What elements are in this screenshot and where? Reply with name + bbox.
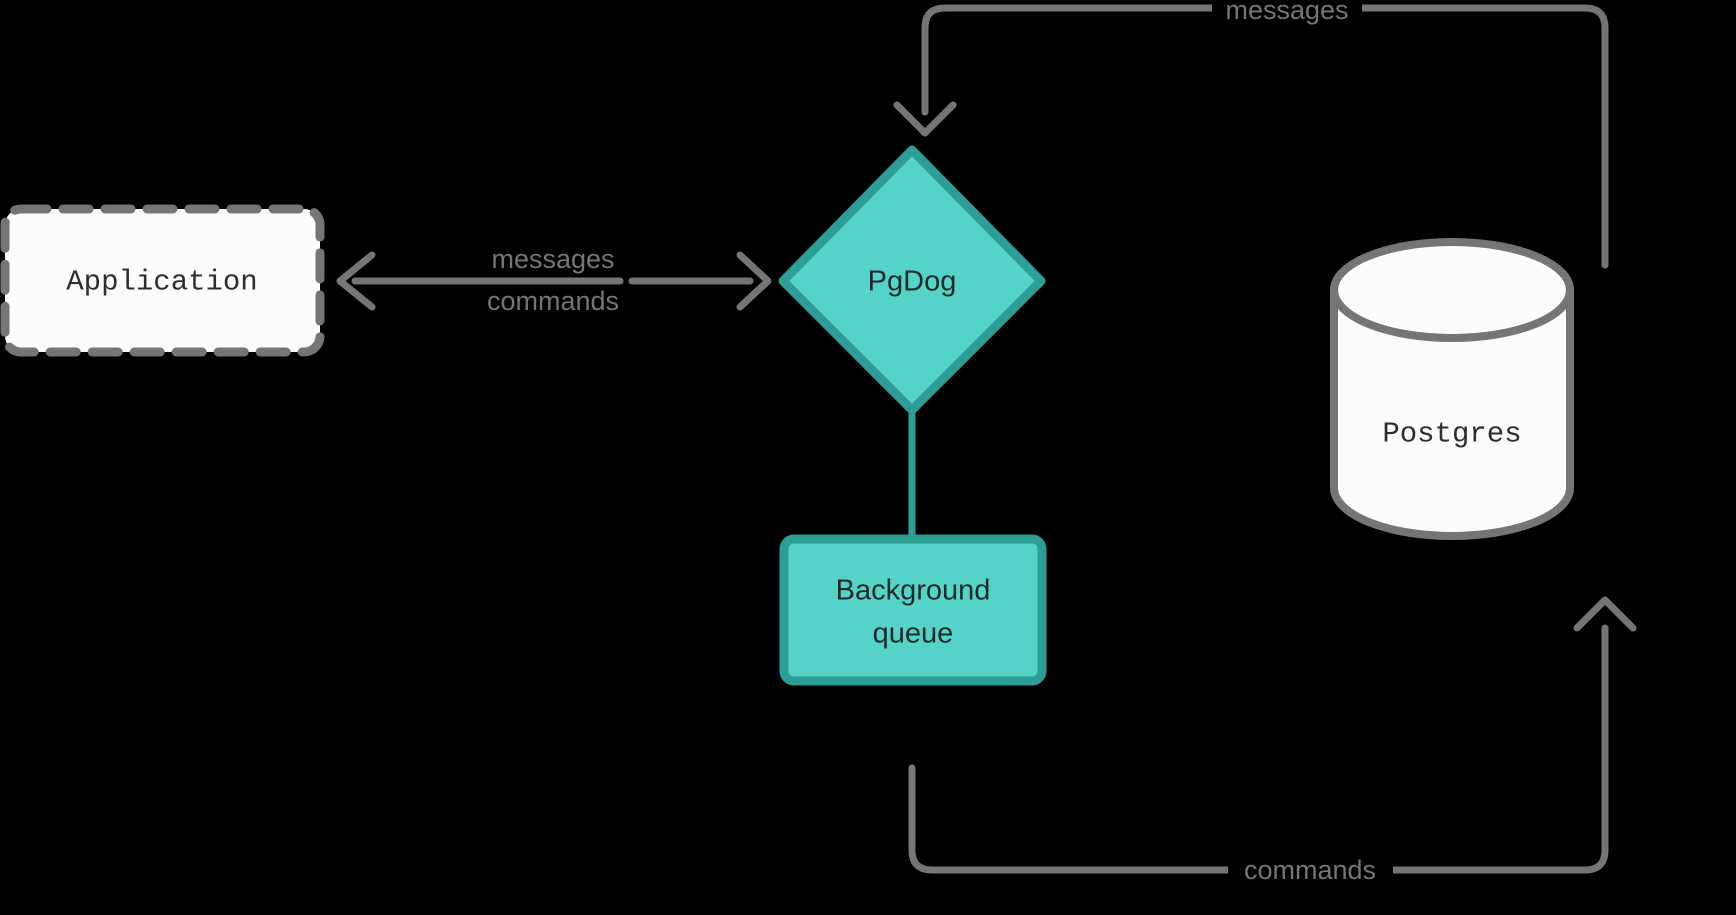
node-postgres-label: Postgres xyxy=(1382,418,1521,451)
node-background-queue-label-line1: Background xyxy=(836,575,991,607)
edge-app-to-pgdog-right-arrowhead xyxy=(736,251,772,311)
edge-postgres-to-pgdog-path xyxy=(921,4,1609,269)
edge-label-commands-bottom: commands xyxy=(1244,855,1376,885)
node-pgdog[interactable]: PgDog xyxy=(778,145,1046,415)
edge-commands-bottom-label-bg xyxy=(1228,855,1393,887)
node-pgdog-shape xyxy=(778,145,1046,415)
node-background-queue-shape xyxy=(779,534,1047,686)
node-application-shape xyxy=(0,204,325,357)
edge-app-to-pgdog: messages commands xyxy=(336,244,772,316)
edge-messages-top-label-bg xyxy=(1212,0,1362,24)
node-postgres-top-outline xyxy=(1330,238,1574,342)
node-postgres-outline xyxy=(1330,286,1574,540)
edge-app-to-pgdog-left-arrowhead xyxy=(336,251,376,311)
node-postgres-body xyxy=(1334,290,1570,536)
node-postgres[interactable]: Postgres xyxy=(1330,238,1574,540)
edge-queue-to-postgres: commands xyxy=(908,596,1637,887)
edge-postgres-to-pgdog-arrowhead xyxy=(893,101,957,137)
edge-postgres-to-pgdog: messages xyxy=(893,0,1609,269)
node-postgres-top-fill xyxy=(1334,242,1570,338)
node-background-queue-label-line2: queue xyxy=(873,618,954,650)
edge-queue-to-postgres-arrowhead xyxy=(1573,596,1637,632)
node-application-label: Application xyxy=(66,266,257,299)
edge-label-messages-center: messages xyxy=(491,244,614,274)
edge-label-commands-center: commands xyxy=(487,286,619,316)
node-background-queue[interactable]: Background queue xyxy=(779,534,1047,686)
edge-label-messages-top: messages xyxy=(1225,0,1348,25)
node-application[interactable]: Application xyxy=(0,204,325,357)
node-pgdog-label: PgDog xyxy=(868,266,957,298)
